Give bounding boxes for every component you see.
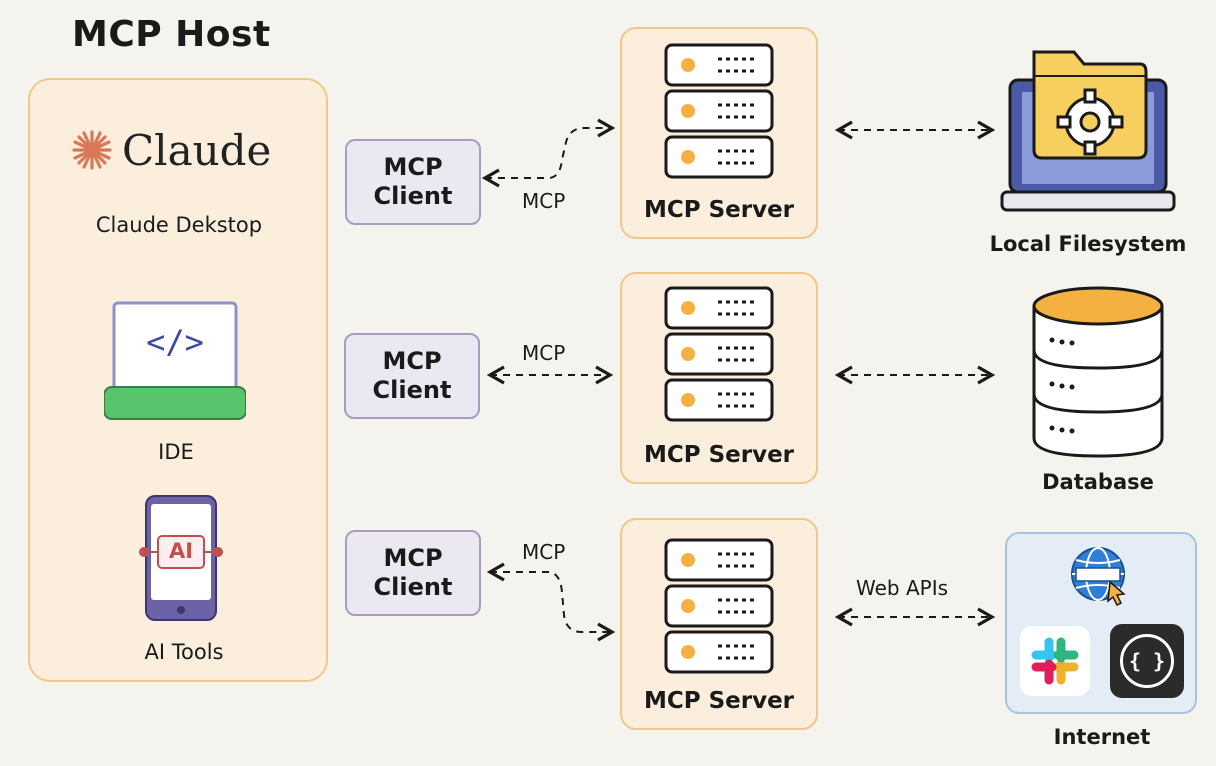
phone-ai-icon: AI <box>138 494 224 624</box>
mcp-client-3: MCP Client <box>345 530 481 616</box>
globe-icon <box>1066 544 1132 608</box>
web-apis-label: Web APIs <box>856 576 949 600</box>
server-rack-icon <box>664 43 774 179</box>
client-3-line2: Client <box>373 573 453 601</box>
client-2-line1: MCP <box>382 347 442 376</box>
arrow-client3-server3 <box>486 562 616 642</box>
github-glyph: { } <box>1120 634 1174 688</box>
claude-desktop-label: Claude Dekstop <box>95 213 263 237</box>
client-1-line2: Client <box>373 182 453 210</box>
claude-logo: Claude <box>70 120 271 180</box>
github-icon: { } <box>1110 624 1184 698</box>
mcp-server-3: MCP Server <box>620 518 818 730</box>
database-icon <box>1030 284 1166 460</box>
client-1-line1: MCP <box>383 153 443 182</box>
laptop-folder-icon <box>1000 42 1176 214</box>
ide-icon: </> <box>103 301 247 421</box>
protocol-label-3: MCP <box>522 540 566 564</box>
claude-sunburst-icon <box>72 130 112 170</box>
ide-label: IDE <box>158 440 194 464</box>
database-label: Database <box>1042 470 1154 494</box>
server-2-label: MCP Server <box>643 442 795 468</box>
ai-badge: AI <box>168 539 194 563</box>
mcp-client-1: MCP Client <box>345 139 481 225</box>
internet-label: Internet <box>1053 725 1151 749</box>
mcp-server-1: MCP Server <box>620 27 818 239</box>
server-rack-icon <box>664 538 774 674</box>
server-1-label: MCP Server <box>643 197 795 223</box>
mcp-server-2: MCP Server <box>620 272 818 484</box>
code-symbol: </> <box>146 323 204 361</box>
slack-icon <box>1020 626 1090 696</box>
claude-wordmark: Claude <box>122 125 272 175</box>
ai-tools-label: AI Tools <box>144 640 224 664</box>
protocol-label-2: MCP <box>522 341 566 365</box>
arrow-client1-server1 <box>481 118 616 188</box>
protocol-label-1: MCP <box>522 189 566 213</box>
server-3-label: MCP Server <box>643 688 795 714</box>
client-3-line1: MCP <box>383 544 443 573</box>
local-filesystem-label: Local Filesystem <box>989 232 1187 256</box>
client-2-line2: Client <box>372 376 452 404</box>
page-title: MCP Host <box>72 14 271 55</box>
server-rack-icon <box>664 286 774 422</box>
mcp-client-2: MCP Client <box>344 333 480 419</box>
